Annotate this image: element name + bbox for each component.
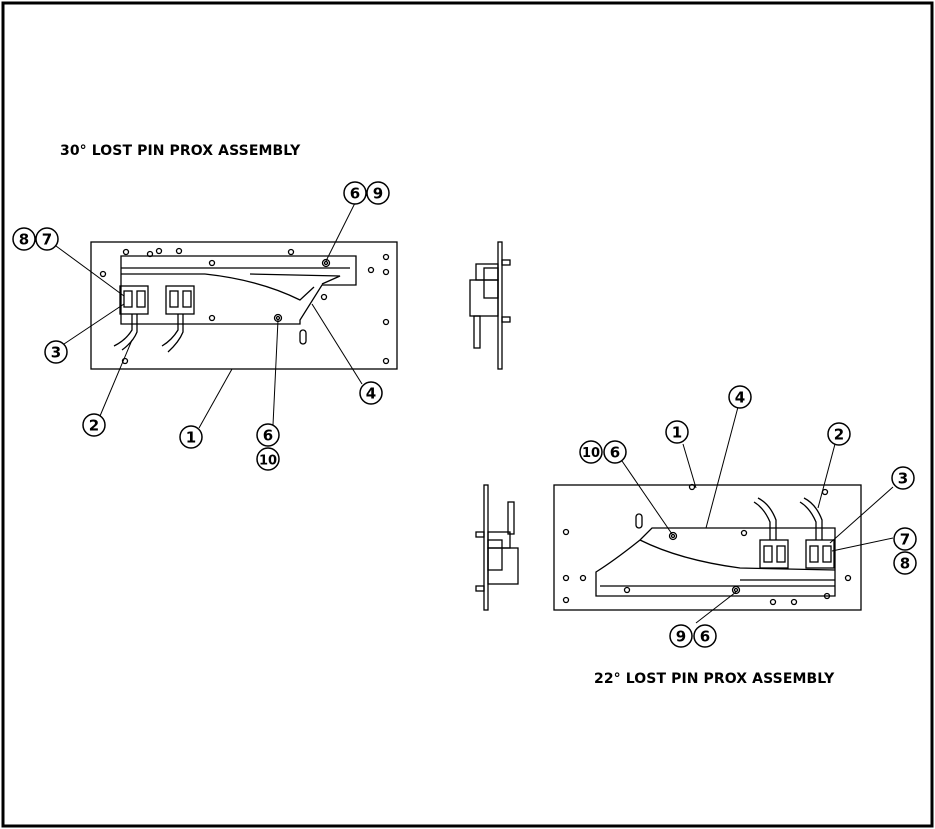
svg-text:4: 4 [366,385,376,403]
callout-2: 2 [827,422,851,446]
svg-text:1: 1 [672,424,682,442]
assembly-22-title: 22° LOST PIN PROX ASSEMBLY [594,671,835,687]
prox-sensor-1 [759,539,789,569]
assembly-30-callouts: 8 7 3 2 1 6 9 4 6 10 [12,181,390,471]
assembly-22-side-view [475,484,519,611]
callout-10: 10 [256,447,280,471]
svg-text:4: 4 [735,389,745,407]
mounting-holes [562,483,852,606]
svg-text:2: 2 [834,426,844,444]
base-plate [553,484,862,611]
callout-1: 1 [179,425,203,449]
assembly-30-drawing [90,241,398,370]
assembly-30-side-view [469,241,511,370]
callout-6-bottom: 6 [256,423,280,447]
callout-4: 4 [359,381,383,405]
svg-text:3: 3 [898,470,908,488]
svg-text:3: 3 [51,344,61,362]
prox-sensor-1 [119,285,149,315]
callout-7: 7 [893,527,917,551]
assembly-30-leaders [55,202,363,429]
svg-text:9: 9 [373,185,383,203]
base-plate [90,241,398,370]
svg-text:1: 1 [186,429,196,447]
callout-6-bottom: 6 [693,624,717,648]
prox-sensor-2 [165,285,195,315]
rail-body [595,527,836,597]
svg-text:9: 9 [676,628,686,646]
callout-9: 9 [669,624,693,648]
prox-sensor-2 [805,539,835,569]
svg-text:6: 6 [263,427,273,445]
svg-text:2: 2 [89,417,99,435]
assembly-22-drawing [553,483,862,611]
callout-8: 8 [12,227,36,251]
callout-10: 10 [579,440,603,464]
svg-text:10: 10 [582,446,600,461]
callout-1: 1 [665,420,689,444]
assembly-30-title: 30° LOST PIN PROX ASSEMBLY [60,143,301,159]
svg-text:6: 6 [700,628,710,646]
svg-text:8: 8 [900,555,910,573]
svg-text:6: 6 [610,444,620,462]
svg-text:7: 7 [900,531,910,549]
callout-3: 3 [44,340,68,364]
svg-text:7: 7 [42,231,52,249]
callout-3: 3 [891,466,915,490]
svg-text:8: 8 [19,231,29,249]
callout-2: 2 [82,413,106,437]
svg-text:10: 10 [259,454,277,469]
assembly-22-leaders [621,406,894,624]
callout-9: 9 [366,181,390,205]
rail-body [120,255,357,325]
callout-6-top: 6 [343,181,367,205]
mounting-holes [99,247,390,365]
callout-4: 4 [728,385,752,409]
svg-text:6: 6 [350,185,360,203]
callout-8: 8 [893,551,917,575]
callout-7: 7 [35,227,59,251]
callout-6-top: 6 [603,440,627,464]
assembly-22-callouts: 10 6 1 4 2 3 7 8 9 6 [579,385,917,648]
